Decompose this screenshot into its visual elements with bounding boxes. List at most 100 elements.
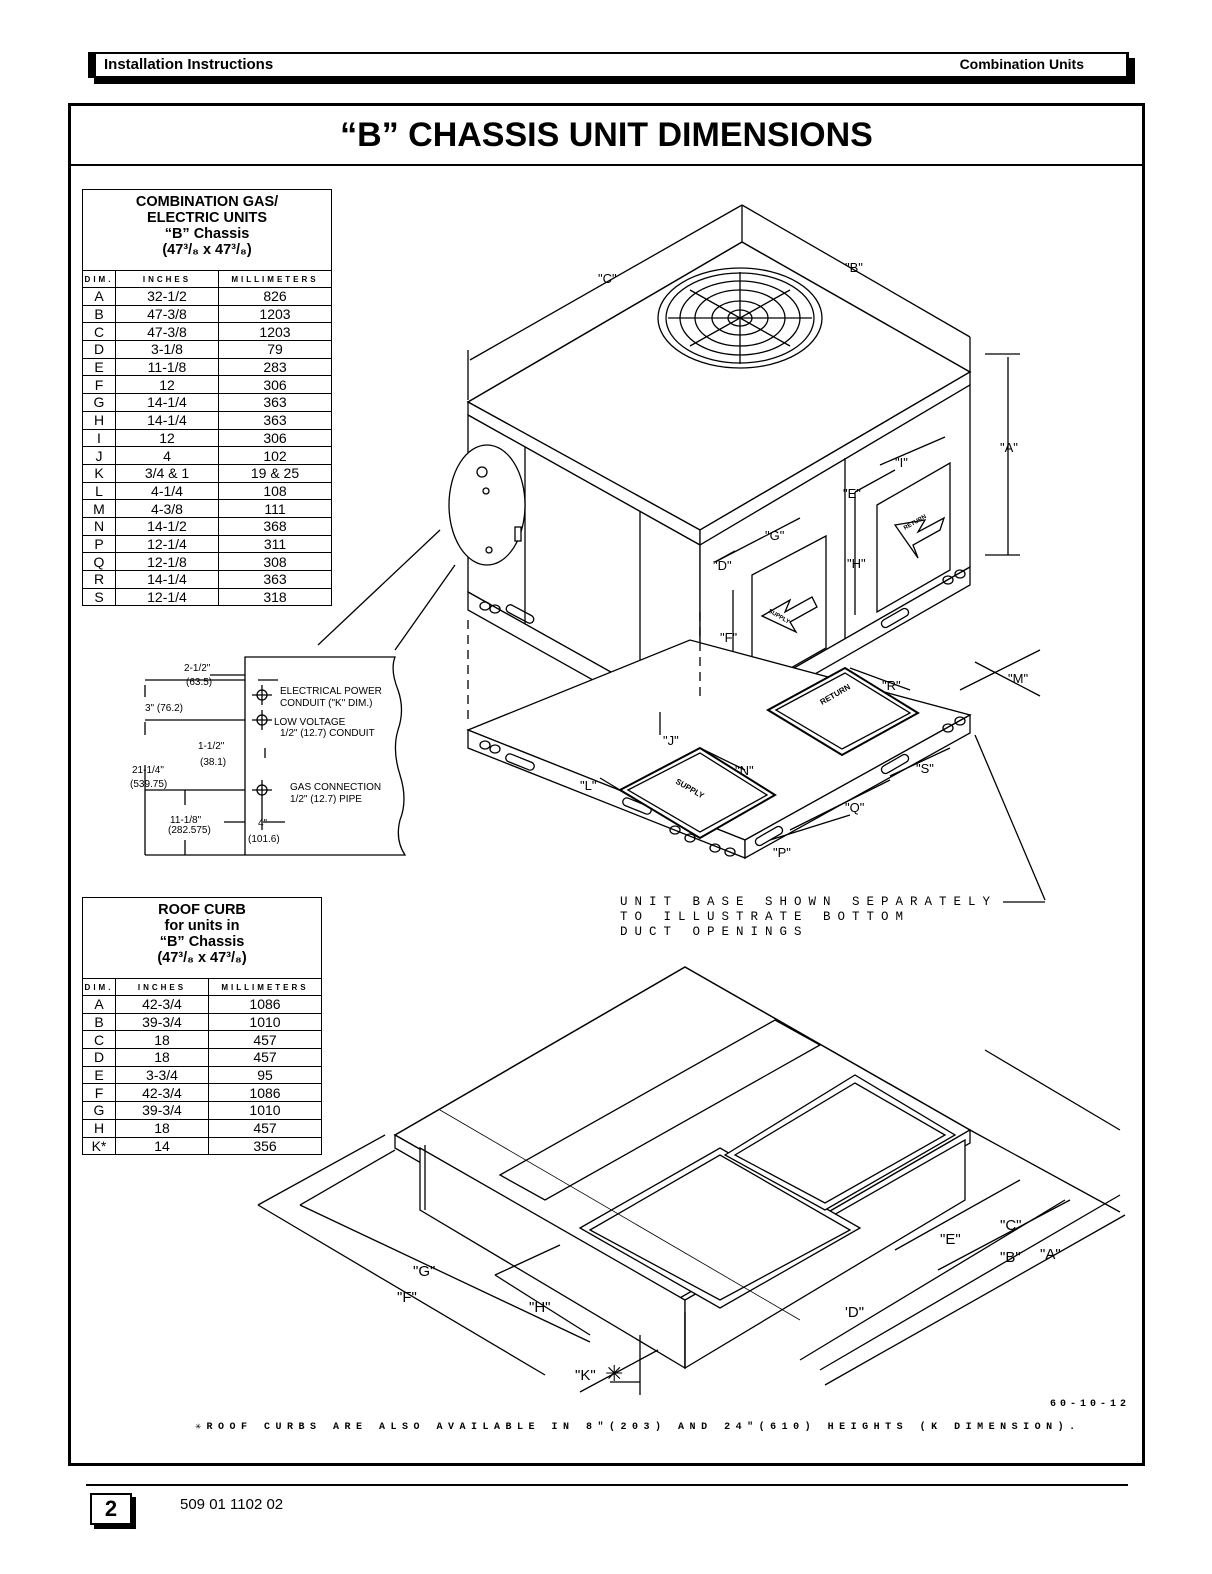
- mm-cell: 1010: [208, 1013, 321, 1032]
- header-tick: [88, 52, 96, 78]
- document-number: 509 01 1102 02: [180, 1496, 284, 1513]
- col-dim: DIM.: [83, 271, 116, 288]
- dim-cell: L: [83, 482, 116, 501]
- detail-d4: 21-1/4": [132, 765, 164, 776]
- detail-d3: 1-1/2": [198, 741, 225, 752]
- unit-dim-I: "I": [895, 455, 908, 470]
- base-note-line-3: DUCT OPENINGS: [620, 925, 809, 939]
- inches-cell: 12: [115, 375, 219, 395]
- dim-cell: E: [83, 1066, 116, 1085]
- dim-cell: I: [83, 429, 116, 448]
- mm-cell: 1010: [208, 1101, 321, 1120]
- lv-label-1: LOW VOLTAGE: [274, 717, 346, 728]
- inches-cell: 4-3/8: [115, 499, 219, 518]
- caption-line: “B” Chassis: [159, 934, 245, 950]
- curb-dim-D: 'D": [845, 1304, 864, 1321]
- col-mm: MILLIMETERS: [218, 271, 331, 288]
- caption-line: (47³/₈ x 47³/₈): [157, 950, 247, 966]
- header-right: Combination Units: [959, 56, 1084, 72]
- dim-cell: M: [83, 499, 116, 518]
- unit-dim-C: "C": [598, 271, 617, 286]
- unit-dim-B: "B": [845, 260, 863, 275]
- unit-dim-E: "E": [843, 486, 861, 501]
- detail-d1: 2-1/2": [184, 663, 211, 674]
- inches-cell: 12: [115, 429, 219, 448]
- dim-cell: P: [83, 535, 116, 554]
- curb-dim-F: "F": [397, 1289, 417, 1306]
- caption-line: for units in: [164, 918, 240, 934]
- inches-cell: 14-1/4: [115, 411, 219, 430]
- inches-cell: 3/4 & 1: [115, 464, 219, 483]
- detail-d2: 3" (76.2): [145, 703, 183, 714]
- dim-cell: H: [83, 411, 116, 430]
- inches-cell: 39-3/4: [115, 1013, 209, 1032]
- unit-dim-Q: "Q": [845, 800, 865, 815]
- unit-dim-M: "M": [1008, 671, 1028, 686]
- inches-cell: 18: [115, 1119, 209, 1138]
- inches-cell: 18: [115, 1030, 209, 1050]
- unit-dim-G: "G": [765, 528, 785, 543]
- asterisk-icon: ✳: [605, 1361, 623, 1386]
- mm-cell: 95: [208, 1066, 321, 1085]
- detail-d6mm: (101.6): [248, 834, 280, 845]
- mm-cell: 308: [218, 552, 331, 571]
- gas-label-1: GAS CONNECTION: [290, 782, 381, 793]
- detail-d3mm: (38.1): [200, 757, 226, 768]
- unit-dim-L: "L": [580, 778, 597, 793]
- dim-cell: G: [83, 393, 116, 412]
- mm-cell: 363: [218, 393, 331, 412]
- mm-cell: 363: [218, 570, 331, 589]
- unit-dim-J: "J": [663, 733, 679, 748]
- inches-cell: 42-3/4: [115, 1083, 209, 1103]
- dim-cell: B: [83, 305, 116, 324]
- mm-cell: 283: [218, 358, 331, 377]
- figure-number: 60-10-12: [1050, 1399, 1131, 1410]
- elec-label-1: ELECTRICAL POWER: [280, 686, 382, 697]
- mm-cell: 457: [208, 1119, 321, 1138]
- base-note-line-1: UNIT BASE SHOWN SEPARATELY: [620, 895, 998, 909]
- col-mm: MILLIMETERS: [208, 979, 321, 996]
- curb-table-caption: ROOF CURB for units in “B” Chassis (47³/…: [83, 898, 321, 979]
- mm-cell: 457: [208, 1030, 321, 1050]
- inches-cell: 3-1/8: [115, 340, 219, 359]
- dim-cell: S: [83, 588, 116, 606]
- dim-cell: C: [83, 1030, 116, 1050]
- curb-dim-B: "B": [1000, 1249, 1021, 1266]
- dim-cell: C: [83, 322, 116, 342]
- dim-cell: E: [83, 358, 116, 377]
- unit-dim-N: "N": [735, 763, 754, 778]
- figure-frame: “B” CHASSIS UNIT DIMENSIONS: [68, 103, 1145, 1466]
- curb-dim-A: "A": [1040, 1246, 1061, 1263]
- inches-cell: 18: [115, 1048, 209, 1067]
- inches-cell: 4-1/4: [115, 482, 219, 501]
- curb-dim-K: "K": [575, 1367, 596, 1384]
- unit-dim-A: "A": [1000, 440, 1018, 455]
- detail-d1mm: (63.5): [186, 677, 212, 688]
- dim-cell: Q: [83, 552, 116, 571]
- mm-cell: 1086: [208, 995, 321, 1014]
- dim-cell: H: [83, 1119, 116, 1138]
- page-header: Installation Instructions Combination Un…: [88, 52, 1129, 78]
- caption-line: ELECTRIC UNITS: [146, 210, 268, 226]
- elec-label-2: CONDUIT ("K" DIM.): [280, 698, 372, 709]
- caption-line: (47³/₈ x 47³/₈): [162, 242, 252, 258]
- mm-cell: 102: [218, 446, 331, 465]
- inches-cell: 3-3/4: [115, 1066, 209, 1085]
- curb-dim-E: "E": [940, 1231, 961, 1248]
- page-number: 2: [90, 1493, 132, 1525]
- mm-cell: 19 & 25: [218, 464, 331, 483]
- inches-cell: 14-1/2: [115, 517, 219, 536]
